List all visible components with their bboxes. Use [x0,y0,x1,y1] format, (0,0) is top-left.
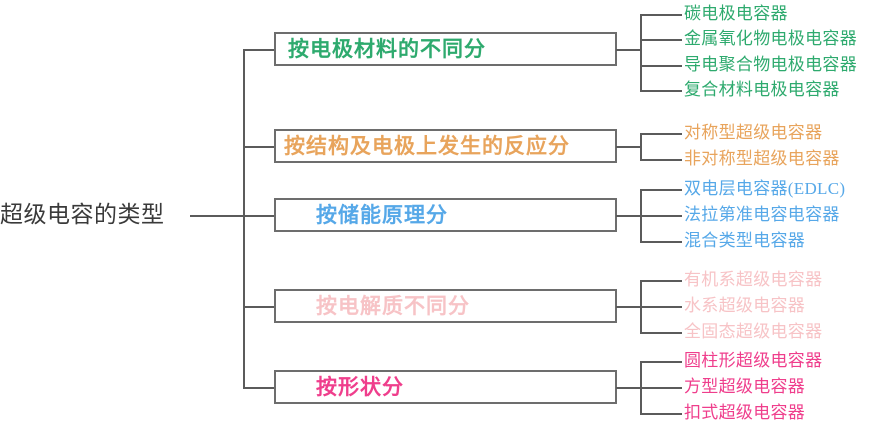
branch-out-line-5 [616,387,642,389]
leaf-line-5-3 [640,413,682,415]
category-box-1[interactable]: 按电极材料的不同分 [274,32,617,66]
leaf-line-5-2 [640,387,682,389]
leaf-label-3-2: 法拉第准电容电容器 [684,205,840,224]
branch-out-line-4 [616,306,642,308]
leaf-line-3-1 [640,189,682,191]
leaf-label-1-1: 碳电极电容器 [684,4,788,23]
branch-out-line-3 [616,215,642,217]
category-label-1: 按电极材料的不同分 [288,37,486,61]
category-box-3[interactable]: 按储能原理分 [274,198,617,232]
leaf-label-3-3: 混合类型电容器 [684,231,806,250]
leaf-label-2-2: 非对称型超级电容器 [684,149,840,168]
category-box-4[interactable]: 按电解质不同分 [274,289,617,323]
leaf-trunk-line-2 [640,133,642,159]
leaf-line-1-2 [640,39,682,41]
branch-out-line-1 [616,49,642,51]
leaf-label-4-3: 全固态超级电容器 [684,322,823,341]
root-stem-line [190,215,245,217]
leaf-line-2-1 [640,133,682,135]
leaf-line-5-1 [640,361,682,363]
main-trunk-line [243,49,245,387]
leaf-label-1-2: 金属氧化物电极电容器 [684,29,857,48]
leaf-label-3-1: 双电层电容器(EDLC) [684,179,846,198]
leaf-line-4-1 [640,280,682,282]
category-label-2: 按结构及电极上发生的反应分 [284,134,570,158]
branch-stem-line-5 [243,387,276,389]
leaf-label-5-3: 扣式超级电容器 [684,403,806,422]
leaf-trunk-line-1 [640,14,642,90]
leaf-line-2-2 [640,159,682,161]
leaf-line-3-3 [640,241,682,243]
leaf-line-4-3 [640,332,682,334]
category-box-5[interactable]: 按形状分 [274,370,617,404]
leaf-line-4-2 [640,306,682,308]
leaf-label-1-4: 复合材料电极电容器 [684,80,840,99]
leaf-label-2-1: 对称型超级电容器 [684,123,823,142]
category-label-5: 按形状分 [316,375,404,399]
leaf-label-5-1: 圆柱形超级电容器 [684,351,823,370]
leaf-label-4-2: 水系超级电容器 [684,296,806,315]
branch-stem-line-4 [243,306,276,308]
branch-out-line-2 [616,146,642,148]
category-label-3: 按储能原理分 [316,203,448,227]
leaf-label-1-3: 导电聚合物电极电容器 [684,55,857,74]
leaf-line-1-4 [640,90,682,92]
leaf-line-1-1 [640,14,682,16]
leaf-label-5-2: 方型超级电容器 [684,377,806,396]
root-label: 超级电容的类型 [0,202,165,227]
branch-stem-line-1 [243,49,276,51]
branch-stem-line-2 [243,146,276,148]
branch-stem-line-3 [243,215,276,217]
category-label-4: 按电解质不同分 [316,294,470,318]
category-box-2[interactable]: 按结构及电极上发生的反应分 [274,129,617,163]
leaf-line-3-2 [640,215,682,217]
leaf-line-1-3 [640,65,682,67]
leaf-label-4-1: 有机系超级电容器 [684,270,823,289]
